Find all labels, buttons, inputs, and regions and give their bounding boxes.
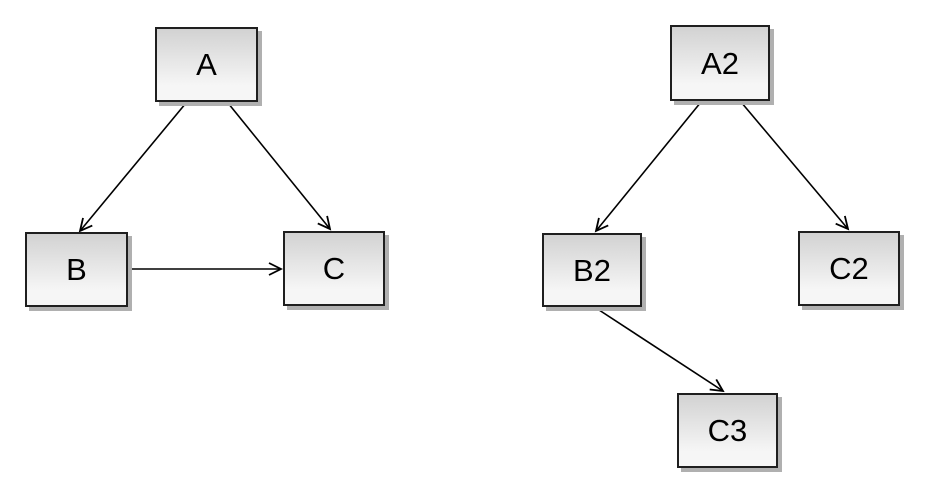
node-C2[interactable]: C2 [798,231,900,306]
edge-A-C [227,102,330,229]
node-B2[interactable]: B2 [542,233,642,307]
node-label-C: C [322,251,346,286]
edge-A2-C2 [740,101,848,229]
node-label-A2: A2 [701,45,739,81]
node-label-A: A [196,47,217,82]
node-label-C2: C2 [829,251,869,286]
node-label-B: B [66,252,87,287]
node-C[interactable]: C [283,231,385,306]
edge-A2-B2 [596,101,702,231]
edge-B2-C3 [595,307,723,391]
node-label-C3: C3 [707,413,748,448]
node-A2[interactable]: A2 [670,25,770,101]
edge-group [80,101,848,391]
node-C3[interactable]: C3 [677,393,778,468]
edge-A-B [80,102,187,231]
node-B[interactable]: B [25,232,128,307]
node-A[interactable]: A [155,27,258,102]
node-label-B2: B2 [573,252,611,288]
